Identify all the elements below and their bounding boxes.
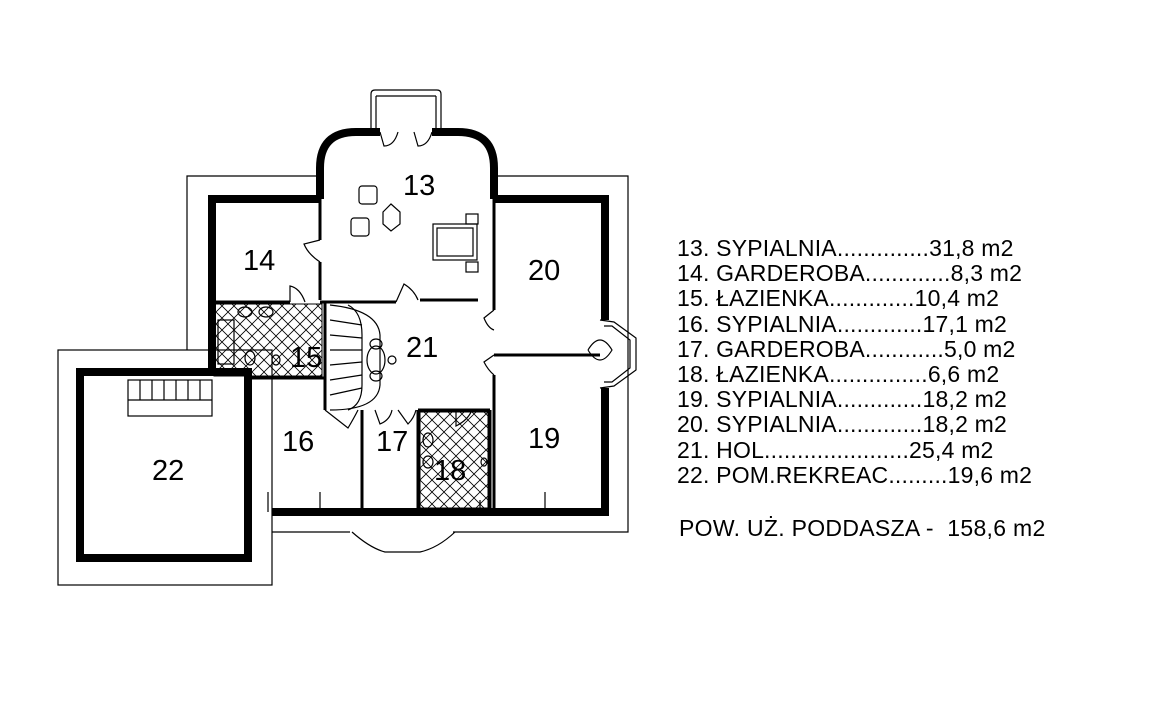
exterior-walls (76, 128, 609, 562)
legend-row: 13. SYPIALNIA..............31,8 m2 (677, 235, 1014, 261)
room-area-legend: 13. SYPIALNIA..............31,8 m2 14. G… (677, 235, 1033, 488)
room-20-label: 20 (528, 255, 560, 287)
legend-row: 17. GARDEROBA............5,0 m2 (677, 335, 1016, 362)
legend-row: 15. ŁAZIENKA.............10,4 m2 (677, 285, 1000, 312)
legend-row: 20. SYPIALNIA.............18,2 m2 (677, 411, 1008, 438)
room-16-label: 16 (282, 426, 314, 458)
legend-row: 18. ŁAZIENKA...............6,6 m2 (677, 361, 1000, 388)
staircase-22 (127, 379, 213, 417)
table-21 (366, 338, 397, 382)
legend-row: 22. POM.REKREAC.........19,6 m2 (677, 461, 1033, 488)
legend-row: 19. SYPIALNIA.............18,2 m2 (677, 386, 1008, 413)
legend-row: 14. GARDEROBA.............8,3 m2 (677, 260, 1023, 287)
room-14-label: 14 (243, 245, 275, 277)
room-15-label: 15 (290, 342, 322, 374)
room-22-label: 22 (152, 455, 184, 487)
room-18-label: 18 (434, 455, 466, 487)
interior-walls (212, 199, 600, 512)
room-17-label: 17 (376, 426, 408, 458)
total-usable-area: POW. UŻ. PODDASZA - 158,6 m2 (679, 515, 1046, 541)
floor-plan: 13 14 15 16 17 18 19 20 21 22 (57, 89, 637, 586)
staircase (329, 304, 381, 411)
legend-row: 21. HOL......................25,4 m2 (677, 436, 994, 463)
roof-outline (57, 175, 629, 586)
room-19-label: 19 (528, 423, 560, 455)
balcony (370, 89, 442, 130)
bay-window-right (587, 319, 637, 389)
legend-row: 16. SYPIALNIA.............17,1 m2 (677, 310, 1008, 337)
room-13-label: 13 (403, 170, 435, 202)
furniture-13 (350, 185, 479, 273)
room-21-label: 21 (406, 332, 438, 364)
doors (289, 131, 495, 429)
bathroom-18-tiles (419, 411, 489, 509)
bathroom-fixtures (217, 306, 488, 469)
bay-window-bottom (351, 531, 456, 553)
window-marks (267, 492, 546, 512)
